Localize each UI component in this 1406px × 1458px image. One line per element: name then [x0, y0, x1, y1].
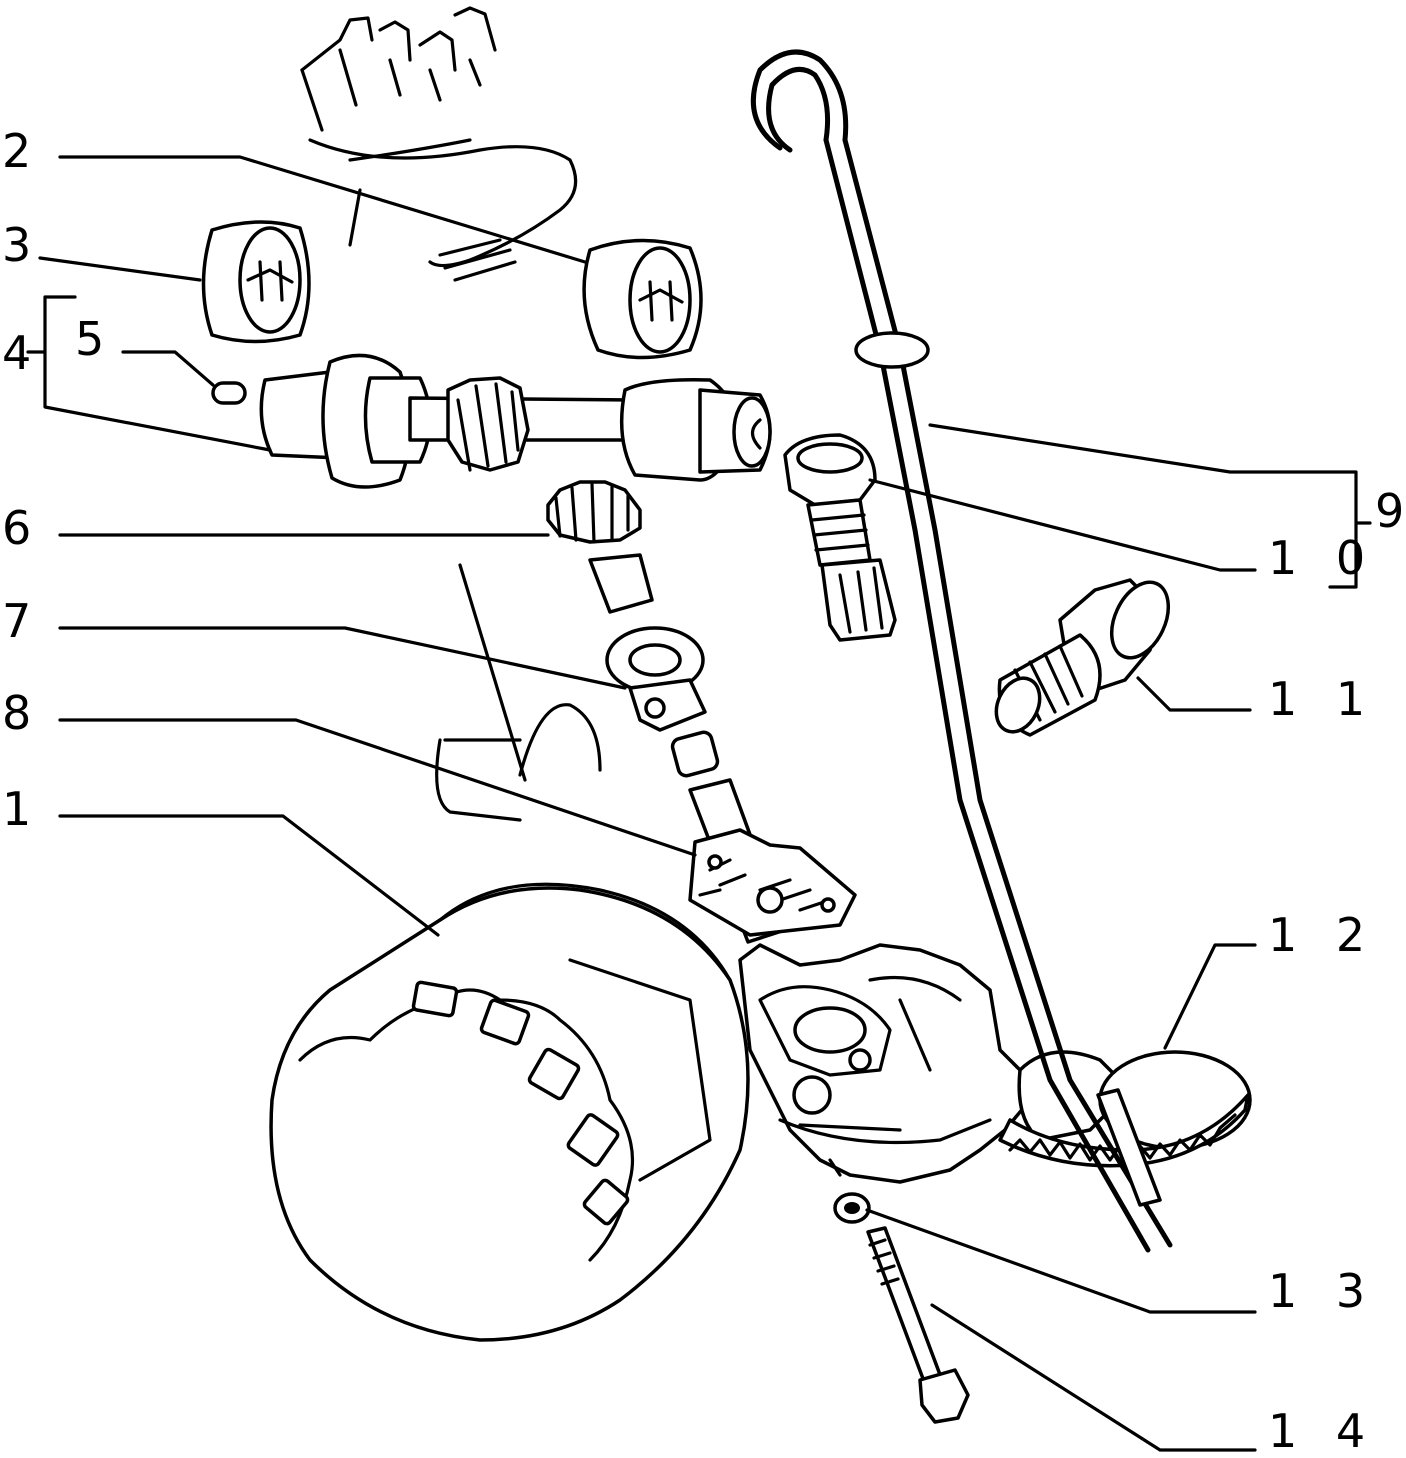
leader-12 — [1163, 943, 1257, 1050]
leader-14 — [930, 1303, 1257, 1452]
callout-10: 1 0 — [1268, 531, 1378, 585]
oil-pump-body — [738, 943, 1132, 1184]
oil-filter — [269, 882, 750, 1342]
threaded-fitting — [994, 578, 1171, 737]
leader-2 — [58, 155, 587, 264]
leader-8 — [58, 718, 697, 857]
shaft-assembly — [259, 353, 772, 489]
leader-3 — [38, 256, 202, 282]
callout-11: 1 1 — [1268, 672, 1378, 726]
callout-8: 8 — [2, 686, 44, 740]
leader-5 — [121, 350, 215, 387]
engine-block-ghost — [435, 563, 602, 822]
dipstick — [750, 49, 1173, 1253]
leader-9 — [928, 423, 1372, 589]
callout-13: 1 3 — [1268, 1264, 1378, 1318]
leader-lines — [26, 155, 1372, 1452]
distributor-cap-ghost — [300, 6, 578, 282]
callout-3: 3 — [2, 218, 44, 272]
callout-12: 1 2 — [1268, 908, 1378, 962]
callout-6: 6 — [2, 501, 44, 555]
leader-7 — [58, 626, 627, 690]
leader-10 — [868, 478, 1257, 572]
sleeve — [605, 626, 707, 732]
small-gear — [546, 480, 654, 614]
bushing-right — [582, 238, 703, 360]
pin — [211, 381, 247, 405]
callout-7: 7 — [2, 594, 44, 648]
strainer — [998, 1050, 1252, 1168]
callout-2: 2 — [2, 124, 44, 178]
leader-11 — [1136, 676, 1252, 712]
callout-1: 1 — [2, 782, 44, 836]
bolt — [866, 1226, 970, 1424]
leader-4 — [26, 295, 272, 452]
bushing-left — [201, 220, 311, 344]
callout-14: 1 4 — [1268, 1404, 1378, 1458]
washer — [833, 1192, 871, 1224]
callout-4: 4 — [2, 326, 44, 380]
leader-13 — [865, 1208, 1257, 1314]
callout-9: 9 — [1375, 484, 1406, 538]
dipstick-tube — [783, 433, 897, 642]
callout-5: 5 — [75, 312, 117, 366]
leader-1 — [58, 814, 440, 937]
gasket — [688, 828, 857, 937]
